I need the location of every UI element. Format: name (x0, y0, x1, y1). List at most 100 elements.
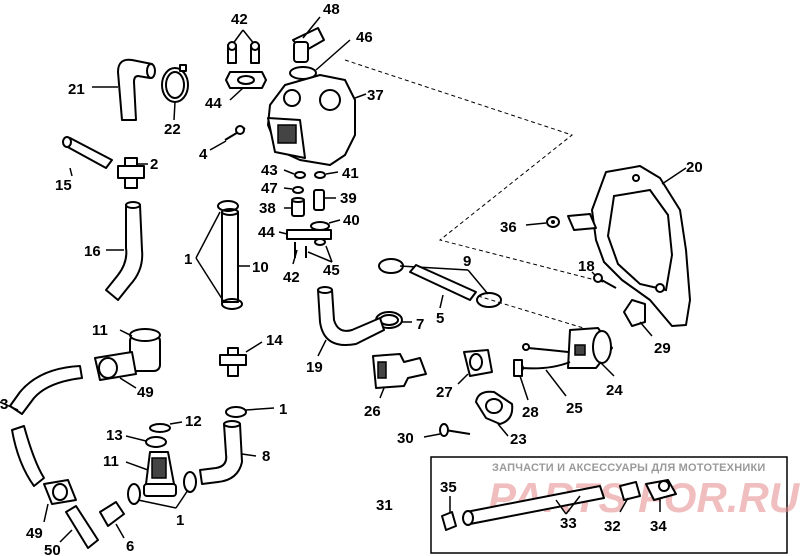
part-1-hose-clips-upper (195, 200, 243, 310)
part-38-check-valve (284, 197, 305, 217)
part-1-hose-clips-lower (127, 471, 197, 509)
part-40-gasket (310, 219, 341, 231)
callout-25: 25 (566, 400, 583, 417)
callout-1-lower: 1 (176, 512, 184, 529)
callout-44-top: 44 (205, 95, 222, 112)
callout-2: 2 (150, 156, 158, 173)
callout-16: 16 (84, 243, 101, 260)
part-41-o-ring (314, 171, 339, 179)
callout-31: 31 (376, 497, 393, 514)
part-33-hose (462, 485, 605, 526)
callout-6: 6 (126, 538, 134, 555)
part-48-elbow-fitting (292, 16, 325, 63)
part-5-straight-hose (409, 264, 477, 309)
part-3-fuel-hose (0, 365, 83, 487)
callout-12: 12 (185, 413, 202, 430)
part-25-wire-harness (516, 343, 571, 397)
callout-24: 24 (606, 382, 623, 399)
part-44-gasket-lower (278, 229, 332, 246)
part-36-washer (525, 213, 597, 231)
callout-8: 8 (262, 448, 270, 465)
callout-22: 22 (164, 121, 181, 138)
part-1-hose-clip-middle (225, 406, 275, 418)
part-34-valve (645, 479, 677, 512)
part-15-straight-hose (62, 136, 113, 177)
part-6-short-hose (99, 501, 125, 539)
callout-47: 47 (261, 180, 278, 197)
callout-19: 19 (306, 359, 323, 376)
callout-1-upper: 1 (184, 251, 192, 268)
part-4-screw (209, 125, 246, 151)
part-43-o-ring (283, 169, 306, 179)
part-35-clip (441, 496, 457, 531)
part-50-fitting (59, 505, 99, 549)
part-44-gasket (225, 71, 267, 101)
part-14-tee-fitting (219, 341, 263, 377)
part-10-fuel-hose (221, 208, 250, 303)
callout-46: 46 (356, 29, 373, 46)
part-39-fitting (313, 189, 336, 211)
callout-29: 29 (654, 340, 671, 357)
callout-27: 27 (436, 384, 453, 401)
callout-11-lower: 11 (103, 453, 119, 470)
dashed-reference-outline (344, 59, 604, 283)
watermark-logo: PARTS FOR.RU (488, 474, 800, 521)
part-24-fuel-pump (567, 327, 615, 377)
callout-21: 21 (68, 81, 85, 98)
callout-36: 36 (500, 219, 517, 236)
callout-4: 4 (199, 146, 208, 163)
callout-10: 10 (252, 259, 269, 276)
callout-7: 7 (416, 316, 424, 333)
part-26-connector (372, 353, 427, 399)
callout-34: 34 (650, 518, 667, 535)
part-9-hose-clamps (378, 258, 502, 308)
callout-35: 35 (440, 479, 457, 496)
part-12-o-ring (149, 421, 183, 433)
part-42-screws (227, 29, 260, 64)
part-11-filter-element (125, 451, 177, 497)
part-23-bracket (475, 390, 514, 437)
part-30-screw (423, 423, 471, 438)
callout-41: 41 (342, 165, 359, 182)
callout-50: 50 (44, 542, 61, 556)
part-11-fuel-filter (119, 328, 161, 372)
callout-38: 38 (259, 200, 276, 217)
dashed-reference-line (477, 295, 591, 331)
kit-31-frame (430, 456, 788, 554)
callout-44-lower: 44 (258, 224, 275, 241)
part-29-seal (623, 299, 653, 337)
callout-5: 5 (436, 310, 444, 327)
part-2-tee-fitting (117, 157, 148, 189)
part-42-45-screws-lower (292, 242, 333, 265)
part-22-hose-clamp (161, 64, 189, 121)
callout-43: 43 (261, 162, 278, 179)
callout-45: 45 (323, 262, 340, 279)
callout-13: 13 (106, 427, 123, 444)
callout-15: 15 (55, 177, 72, 194)
callout-14: 14 (266, 332, 283, 349)
part-13-o-ring (125, 435, 167, 448)
callout-42-top: 42 (231, 11, 248, 28)
part-27-grommet (457, 349, 493, 385)
part-28-terminal (513, 359, 529, 401)
watermark-caption: ЗАПЧАСТИ И АКСЕССУАРЫ ДЛЯ МОТОТЕХНИКИ (492, 462, 765, 474)
callout-48: 48 (323, 1, 340, 18)
callout-23: 23 (510, 431, 527, 448)
callout-20: 20 (686, 159, 703, 176)
callout-3: 3 (0, 396, 8, 413)
part-21-hose (92, 58, 156, 121)
callout-49-lower: 49 (26, 525, 43, 542)
part-8-curved-hose (199, 420, 257, 485)
part-20-gasket-plate (591, 165, 691, 327)
callout-40: 40 (343, 212, 360, 229)
callout-26: 26 (364, 403, 381, 420)
callout-32: 32 (604, 518, 621, 535)
callout-9: 9 (463, 253, 471, 270)
callout-28: 28 (522, 404, 539, 421)
callout-11-upper: 11 (92, 322, 108, 339)
callout-1-middle: 1 (279, 401, 287, 418)
part-37-fuel-pump-body (267, 74, 367, 166)
part-18-screw (591, 271, 617, 289)
part-16-curved-hose (105, 201, 144, 301)
